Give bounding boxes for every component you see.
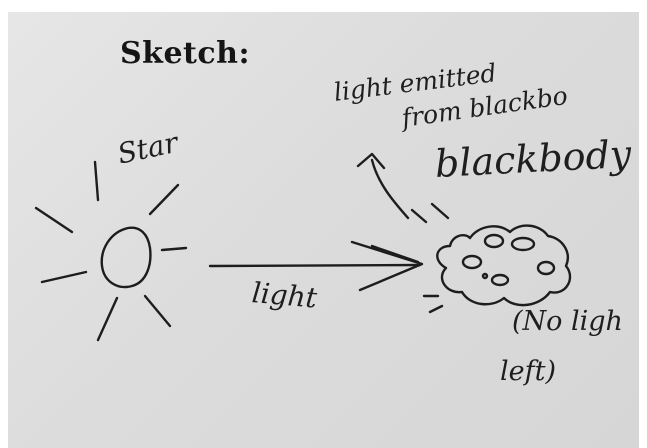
star-ray [36,208,72,232]
star-ray [150,185,178,214]
emission-marks [412,204,448,312]
star-ray [95,162,98,200]
page-title: Sketch: [120,36,250,71]
emitted-light-arrow [358,154,408,218]
blackbody-spot [483,274,487,278]
blackbody-drawing [437,226,570,306]
star-ray [98,298,117,340]
star-body [102,228,151,287]
blackbody-spot [492,275,508,285]
blackbody-spot [538,262,554,274]
blackbody-spot [512,238,534,250]
blackbody-spot [485,235,503,247]
no-light-label-line1: (No ligh [512,306,623,337]
no-light-label-line2: left) [500,356,556,387]
blackbody-outline [437,226,570,306]
star-drawing [36,162,186,340]
light-label: light [251,276,319,315]
star-ray [145,296,170,326]
blackbody-spot [463,256,481,268]
star-ray [162,248,186,250]
star-ray [42,272,86,282]
